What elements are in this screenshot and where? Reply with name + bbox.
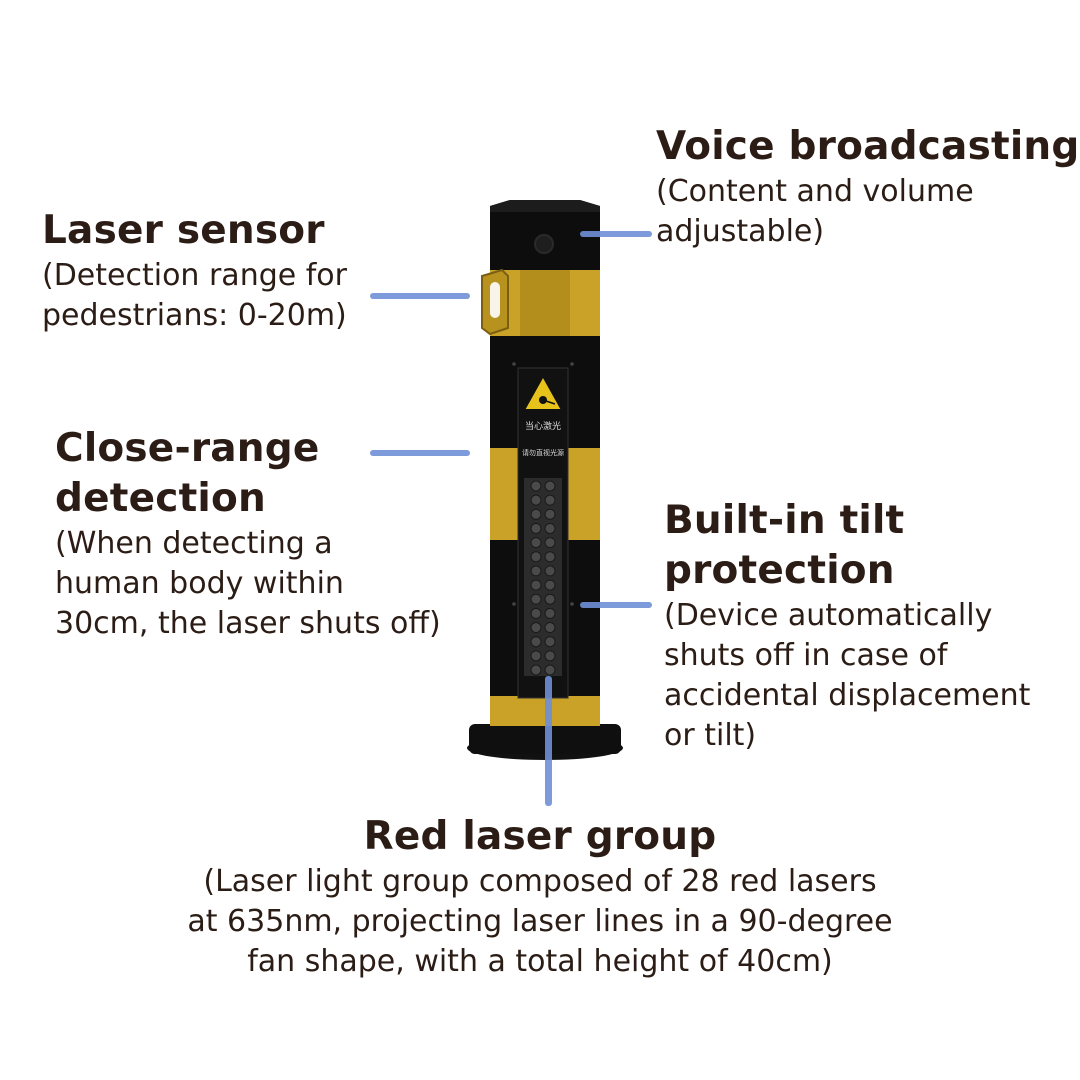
laser-emitter (530, 522, 542, 534)
leader-line-tilt (580, 602, 652, 608)
laser-emitter (544, 579, 556, 591)
callout-desc: (Content and volume adjustable) (656, 174, 974, 249)
laser-emitter (544, 650, 556, 662)
callout-title: Built-in tilt protection (664, 498, 905, 593)
laser-emitter (544, 664, 556, 676)
laser-emitters (530, 480, 556, 676)
callout-red-laser-group: Red laser group (Laser light group compo… (0, 812, 1080, 982)
callout-tilt-protection: Built-in tilt protection (Device automat… (664, 496, 1030, 756)
speaker-grille-icon (534, 234, 554, 254)
leader-line-voice (580, 231, 652, 237)
callout-title: Red laser group (363, 814, 717, 859)
laser-emitter (530, 537, 542, 549)
laser-emitter (530, 565, 542, 577)
callout-close-range-detection: Close-range detection (When detecting a … (55, 424, 441, 644)
laser-emitter (544, 494, 556, 506)
laser-emitter (530, 593, 542, 605)
laser-emitter (544, 622, 556, 634)
callout-laser-sensor: Laser sensor (Detection range for pedest… (42, 206, 347, 336)
laser-emitter (530, 480, 542, 492)
laser-emitter (530, 636, 542, 648)
laser-emitter (544, 551, 556, 563)
callout-desc: (Laser light group composed of 28 red la… (187, 864, 893, 979)
device-top-cap (490, 200, 600, 212)
leader-line-red-laser (545, 676, 552, 806)
callout-title: Laser sensor (42, 208, 325, 253)
laser-emitter (530, 607, 542, 619)
laser-emitter (544, 480, 556, 492)
leader-line-close-range (370, 450, 470, 456)
laser-emitter (530, 650, 542, 662)
callout-title: Voice broadcasting (656, 124, 1080, 169)
laser-warning-icon (522, 373, 564, 411)
warning-label-line1: 当心激光 (525, 420, 561, 432)
laser-emitter (544, 593, 556, 605)
callout-desc: (Device automatically shuts off in case … (664, 598, 1031, 753)
laser-emitter (530, 664, 542, 676)
laser-emitter (530, 494, 542, 506)
laser-emitter (544, 607, 556, 619)
laser-emitter (530, 579, 542, 591)
laser-emitter (544, 537, 556, 549)
callout-title: Close-range detection (55, 426, 320, 521)
laser-emitter (530, 508, 542, 520)
leader-line-laser-sensor (370, 293, 470, 299)
laser-emitter-strip (524, 478, 562, 676)
callout-desc: (When detecting a human body within 30cm… (55, 526, 441, 641)
laser-emitter (530, 622, 542, 634)
laser-emitter (544, 508, 556, 520)
laser-emitter (544, 636, 556, 648)
laser-warning-post: 当心激光 请勿直视光源 (467, 200, 623, 760)
callout-voice-broadcasting: Voice broadcasting (Content and volume a… (656, 122, 1079, 252)
laser-emitter (544, 565, 556, 577)
warning-label-line2: 请勿直视光源 (522, 448, 564, 457)
laser-emitter (544, 522, 556, 534)
laser-emitter (530, 551, 542, 563)
callout-desc: (Detection range for pedestrians: 0-20m) (42, 258, 347, 333)
